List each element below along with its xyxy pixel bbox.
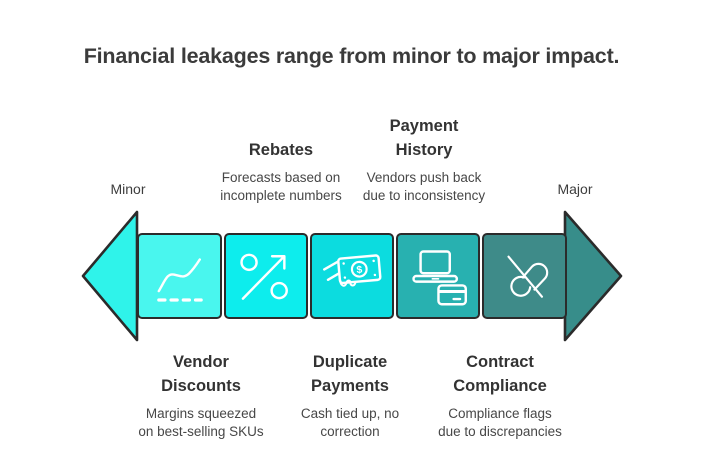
callout-contract-compliance-title: Contract Compliance xyxy=(453,353,547,395)
major-arrowhead xyxy=(563,210,623,342)
page-title: Financial leakages range from minor to m… xyxy=(83,44,620,68)
segment-vendor-discounts xyxy=(137,233,222,319)
broken-link-icon xyxy=(506,255,548,298)
percent-growth-icon xyxy=(240,253,288,300)
callout-duplicate-payments-desc: Cash tied up, no correction xyxy=(300,406,400,439)
segment-duplicate-payments: $ xyxy=(310,233,394,319)
cash-payment-icon: $ xyxy=(323,254,382,287)
callout-duplicate-payments-title: Duplicate Payments xyxy=(311,353,389,395)
callout-vendor-discounts-title: Vendor Discounts xyxy=(161,353,241,395)
callout-payment-history-desc: Vendors push back due to inconsistency xyxy=(362,170,486,203)
line-chart-icon xyxy=(156,258,203,302)
dollar-symbol: $ xyxy=(356,265,363,276)
laptop-card-icon xyxy=(412,250,467,306)
major-label: Major xyxy=(557,181,593,197)
minor-arrowhead xyxy=(81,210,139,342)
callout-contract-compliance: Contract Compliance Compliance flags due… xyxy=(400,350,600,441)
callout-duplicate-payments: Duplicate Payments Cash tied up, no corr… xyxy=(250,350,450,441)
callout-rebates: Rebates Forecasts based on incomplete nu… xyxy=(181,138,381,205)
segment-contract-compliance xyxy=(482,233,567,319)
callout-vendor-discounts: Vendor Discounts Margins squeezed on bes… xyxy=(101,350,301,441)
segment-rebates xyxy=(224,233,308,319)
minor-label: Minor xyxy=(110,181,146,197)
callout-contract-compliance-desc: Compliance flags due to discrepancies xyxy=(438,406,562,439)
callout-payment-history: Payment History Vendors push back due to… xyxy=(324,114,524,205)
callout-rebates-desc: Forecasts based on incomplete numbers xyxy=(220,170,342,203)
callout-vendor-discounts-desc: Margins squeezed on best-selling SKUs xyxy=(138,406,264,439)
callout-payment-history-title: Payment History xyxy=(389,117,459,159)
callout-rebates-title: Rebates xyxy=(248,141,314,159)
segment-payment-history xyxy=(396,233,480,319)
